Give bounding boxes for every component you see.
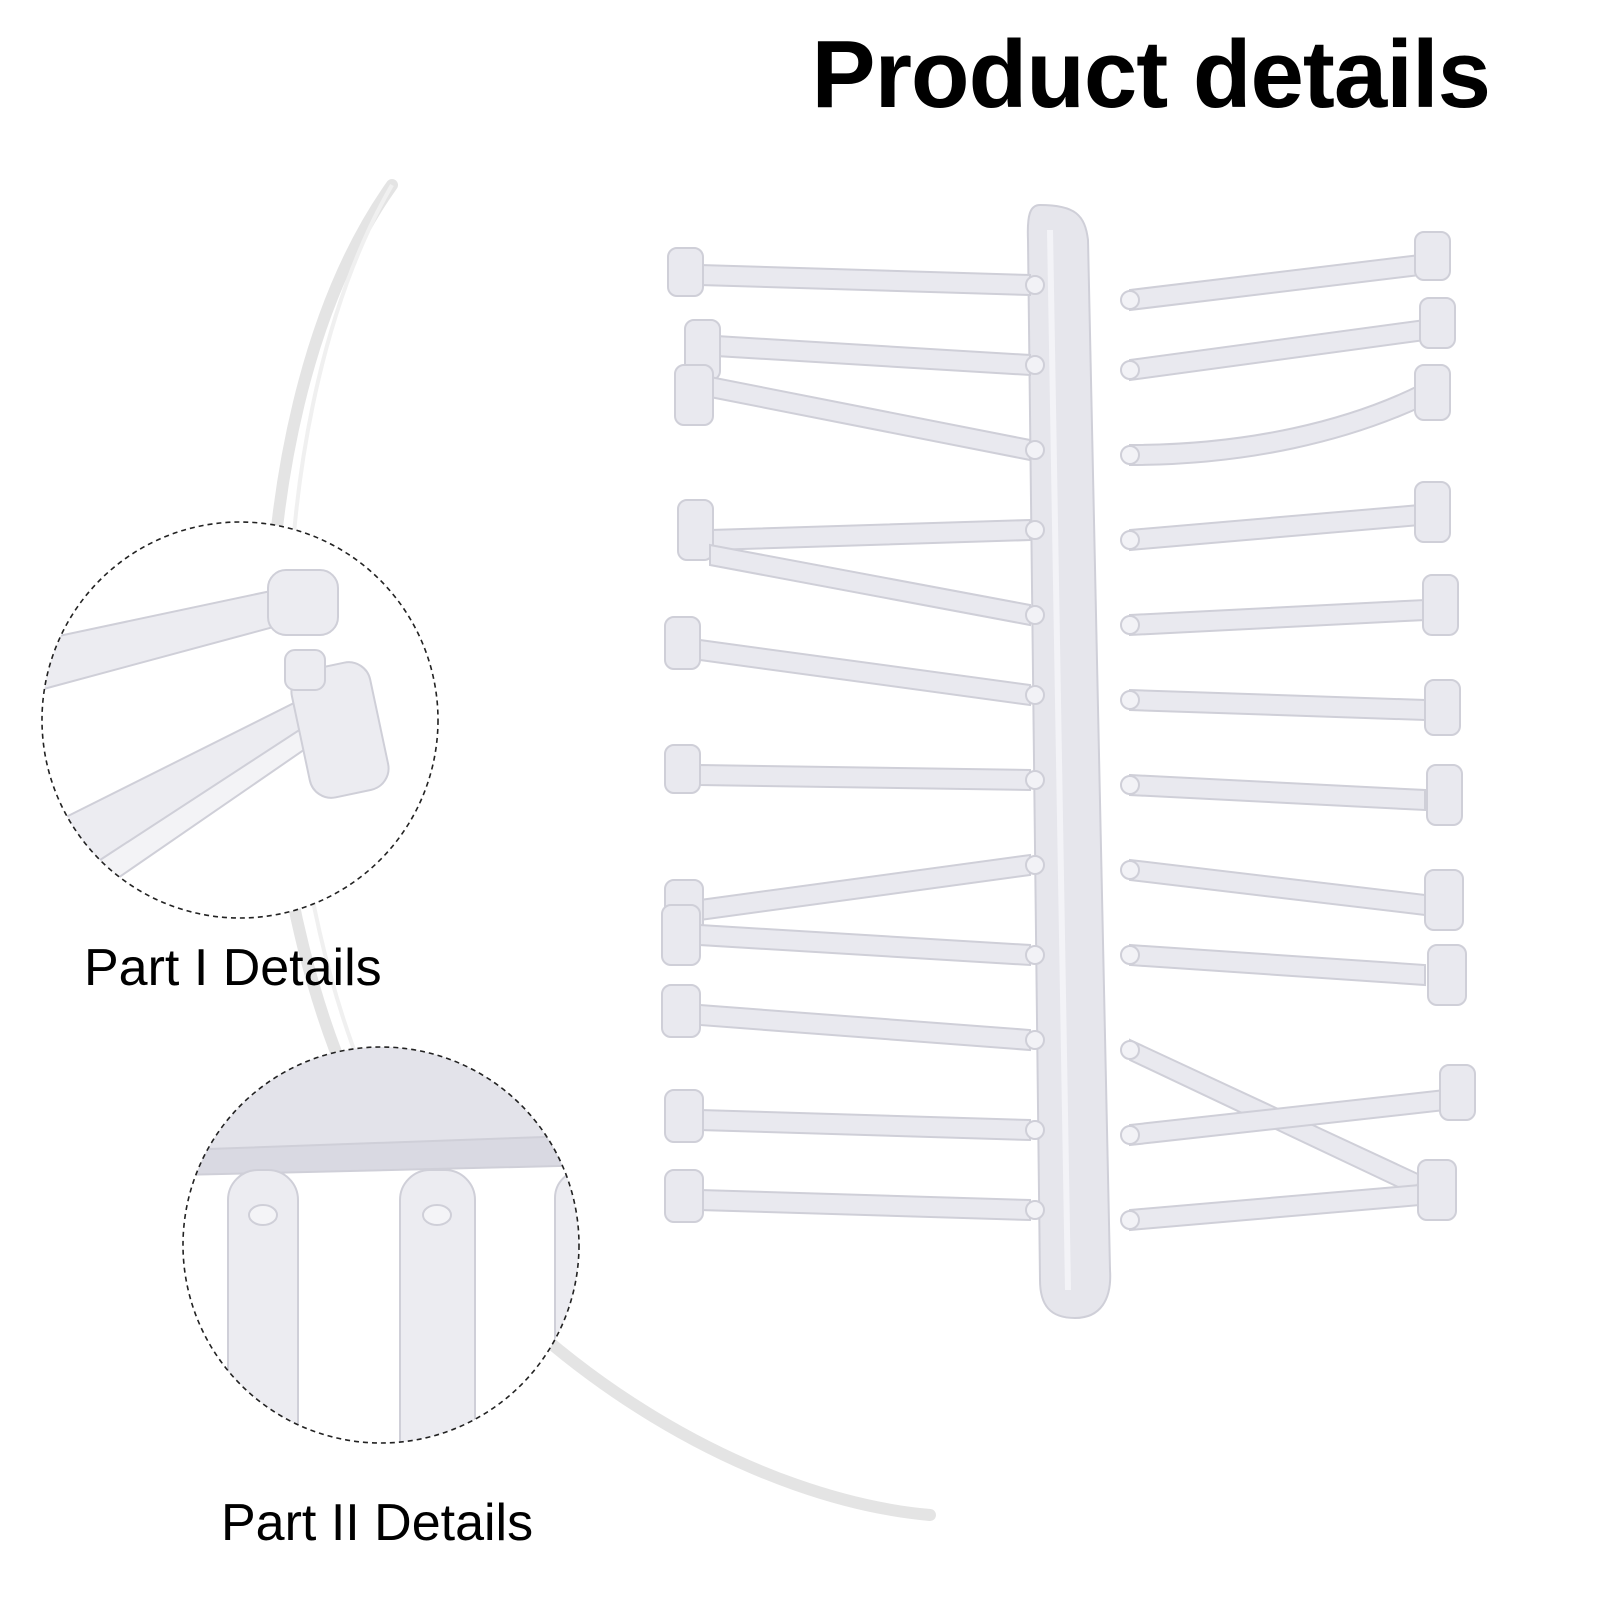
detail-zoom-part-1 — [41, 521, 439, 919]
page-title: Product details — [811, 21, 1491, 128]
part-1-caption: Part I Details — [84, 939, 382, 997]
left-arms — [661, 247, 1045, 1223]
central-spine — [1026, 203, 1112, 1320]
detail-zoom-part-2 — [182, 1046, 580, 1444]
part-2-caption: Part II Details — [221, 1494, 534, 1552]
right-arms — [1120, 231, 1476, 1232]
